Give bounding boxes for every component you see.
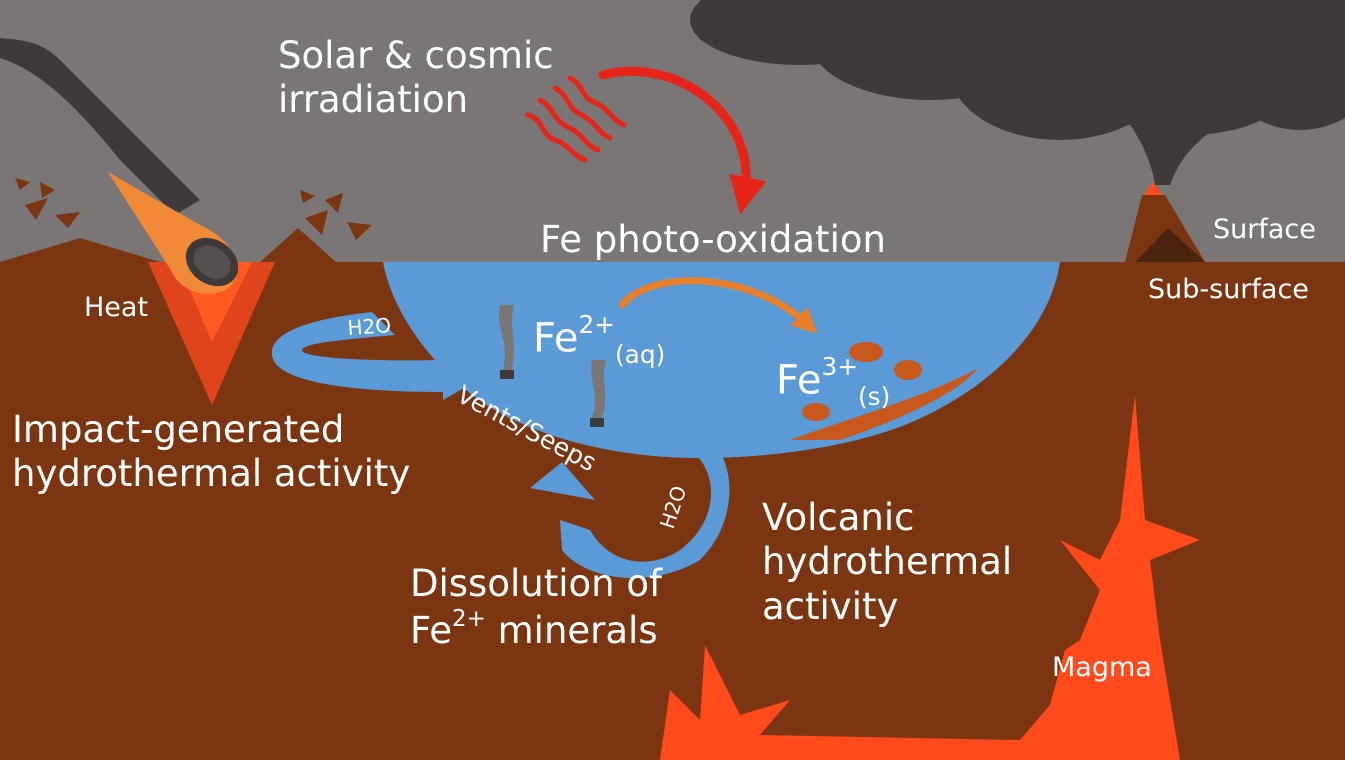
irradiation-label: Solar & cosmic irradiation — [278, 34, 554, 123]
iron-oxide-particles — [802, 342, 922, 421]
vent-plumes — [498, 305, 606, 418]
heat-label: Heat — [84, 292, 149, 323]
irradiation-waves — [525, 75, 627, 163]
impact-label-line1: Impact-generated — [12, 408, 345, 451]
fe3-element: Fe — [776, 357, 822, 404]
fe3-solid-label: Fe3+(s) — [776, 352, 890, 412]
volcanic-ash-cloud — [690, 0, 1345, 185]
volcano-shadow — [1135, 228, 1205, 262]
crater-rim-right — [260, 228, 336, 262]
oxidation-arrow — [618, 277, 818, 334]
dissolution-label: Dissolution of Fe2+ minerals — [410, 562, 662, 654]
dissolution-label-line1: Dissolution of — [410, 562, 662, 605]
vent-openings — [500, 370, 604, 427]
irradiation-arrow — [598, 66, 767, 215]
fe2-element: Fe — [533, 315, 579, 362]
meteor — [0, 38, 239, 294]
fe2-charge: 2+ — [578, 310, 615, 339]
fe2-aqueous-label: Fe2+(aq) — [533, 310, 665, 370]
impact-hydrothermal-label: Impact-generated hydrothermal activity — [12, 408, 410, 497]
dissolution-element: Fe — [410, 609, 453, 653]
magma-intrusion — [660, 395, 1200, 760]
dissolution-charge: 2+ — [452, 606, 486, 633]
magma-label: Magma — [1052, 652, 1152, 683]
sub-surface-label: Sub-surface — [1148, 274, 1309, 305]
volcanic-label-line3: activity — [762, 584, 899, 628]
volcanic-label-line2: hydrothermal — [762, 540, 1013, 584]
crater-rim-left — [0, 238, 160, 262]
surface-label: Surface — [1213, 214, 1316, 245]
irradiation-label-line1: Solar & cosmic — [278, 34, 554, 77]
fe2-state: (aq) — [615, 339, 666, 369]
impact-label-line2: hydrothermal activity — [12, 452, 411, 496]
impact-debris — [15, 178, 372, 240]
volcanic-label-line1: Volcanic — [762, 496, 915, 539]
fe3-state: (s) — [858, 381, 891, 411]
irradiation-label-line2: irradiation — [278, 78, 469, 122]
volcanic-hydrothermal-label: Volcanic hydrothermal activity — [762, 496, 1012, 629]
water-label-impact-loop: H2O — [347, 313, 392, 340]
photo-oxidation-label: Fe photo-oxidation — [540, 218, 886, 261]
vents-circulation-arrow — [530, 440, 730, 579]
volcano-vent — [1144, 182, 1162, 195]
fe3-charge: 3+ — [821, 352, 858, 381]
dissolution-rest: minerals — [485, 609, 658, 653]
impact-circulation-arrow — [271, 312, 485, 400]
dissolution-label-line2: Fe2+ minerals — [410, 606, 662, 654]
